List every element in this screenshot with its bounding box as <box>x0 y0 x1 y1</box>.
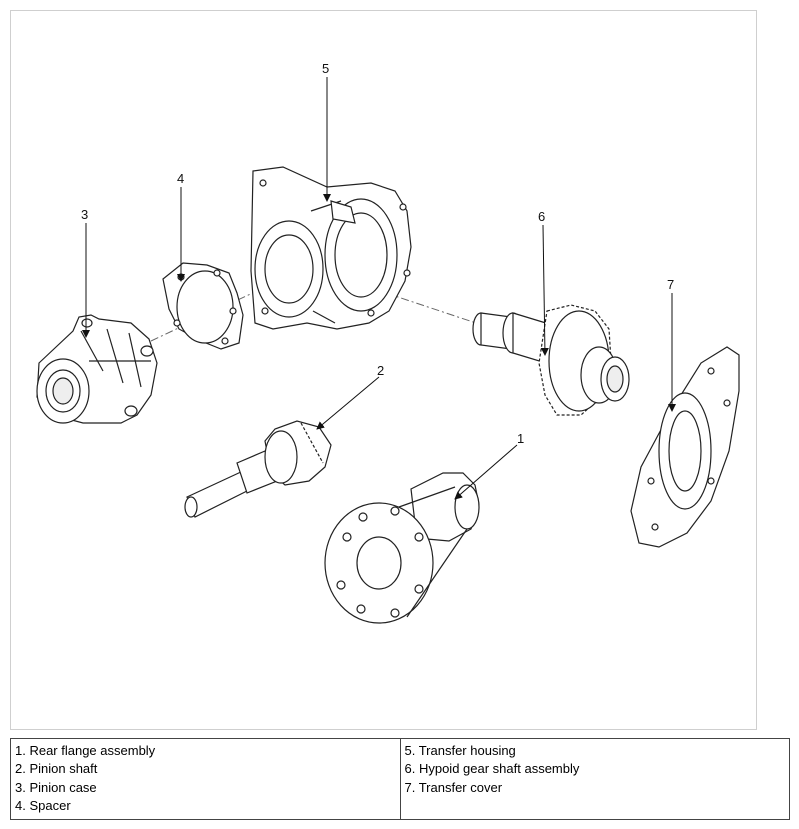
legend-column-right: 5. Transfer housing 6. Hypoid gear shaft… <box>399 739 790 819</box>
legend-item: 1. Rear flange assembly <box>15 743 156 758</box>
transfer-cover-part <box>630 346 740 548</box>
legend-item: 4. Spacer <box>15 798 71 814</box>
legend-item: 6. Hypoid gear shaft assembly <box>404 761 580 777</box>
pinion-shaft-part <box>184 420 332 518</box>
pinion-case-part <box>36 314 158 424</box>
callout-3: 3 <box>81 207 88 222</box>
legend-item: 5. Transfer housing <box>404 743 516 758</box>
rear-flange-part <box>324 472 480 624</box>
transfer-housing-part <box>250 166 412 330</box>
leader-line-2 <box>316 376 380 430</box>
legend-item: 2. Pinion shaft <box>15 761 98 777</box>
exploded-diagram-svg: 5 4 3 6 7 2 1 <box>36 61 740 624</box>
assembly-centerline-right <box>385 292 477 324</box>
legend-item: 3. Pinion case <box>15 779 97 795</box>
callout-6: 6 <box>538 209 545 224</box>
leader-line-6 <box>540 224 549 356</box>
callout-2: 2 <box>377 363 384 378</box>
hypoid-gear-shaft-part <box>472 304 630 416</box>
exploded-view-figure: 5 4 3 6 7 2 1 <box>10 10 757 730</box>
callout-5: 5 <box>322 61 329 76</box>
spacer-gasket-part <box>162 262 244 350</box>
callout-1: 1 <box>517 431 524 446</box>
parts-legend-table: 1. Rear flange assembly 2. Pinion shaft … <box>10 738 790 820</box>
callout-4: 4 <box>177 171 184 186</box>
legend-column-left: 1. Rear flange assembly 2. Pinion shaft … <box>11 739 400 819</box>
legend-item: 7. Transfer cover <box>404 779 503 795</box>
callout-7: 7 <box>667 277 674 292</box>
leader-line-1 <box>454 444 518 500</box>
